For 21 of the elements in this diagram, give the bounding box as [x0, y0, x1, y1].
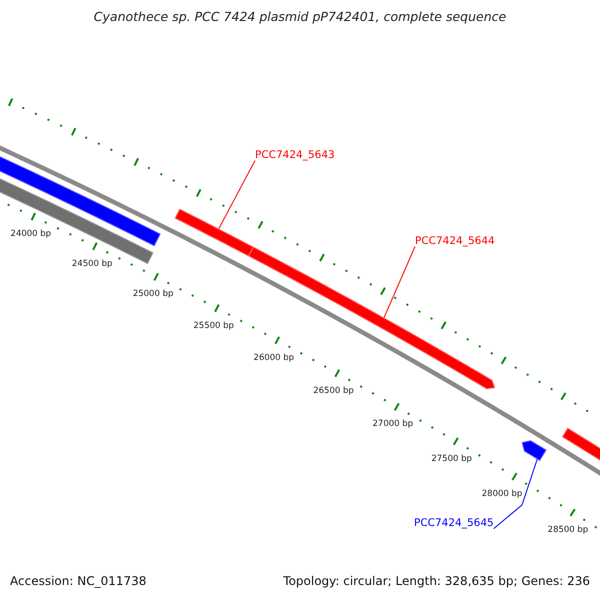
- gene-feature: [522, 440, 546, 461]
- title: Cyanothece sp. PCC 7424 plasmid pP742401, complete sequence: [92, 9, 508, 24]
- leader-line: [493, 458, 538, 530]
- accession-text: Accession: NC_011738: [10, 574, 146, 588]
- gene-feature: [174, 208, 254, 256]
- tick-label: 28000 bp: [482, 488, 522, 499]
- tick-label: 27500 bp: [431, 454, 472, 464]
- leader-line: [383, 246, 416, 318]
- gene-label: PCC7424_5643: [255, 149, 335, 162]
- tick-label: 25000 bp: [132, 289, 173, 300]
- leader-line: [218, 160, 256, 230]
- gene-label: PCC7424_5644: [415, 235, 495, 248]
- sequence-info-text: Topology: circular; Length: 328,635 bp; Genes: 236: [283, 574, 590, 588]
- tick-label: 24000 bp: [10, 229, 51, 240]
- gene-label: PCC7424_5645: [414, 517, 494, 530]
- tick-label: 28500 bp: [548, 524, 588, 535]
- tick-label: 26500 bp: [313, 386, 354, 396]
- tick-label: 24500 bp: [72, 258, 112, 270]
- tick-label: 26000 bp: [254, 352, 294, 363]
- tick-label: 27000 bp: [372, 419, 413, 430]
- tick-label: 25500 bp: [193, 320, 234, 331]
